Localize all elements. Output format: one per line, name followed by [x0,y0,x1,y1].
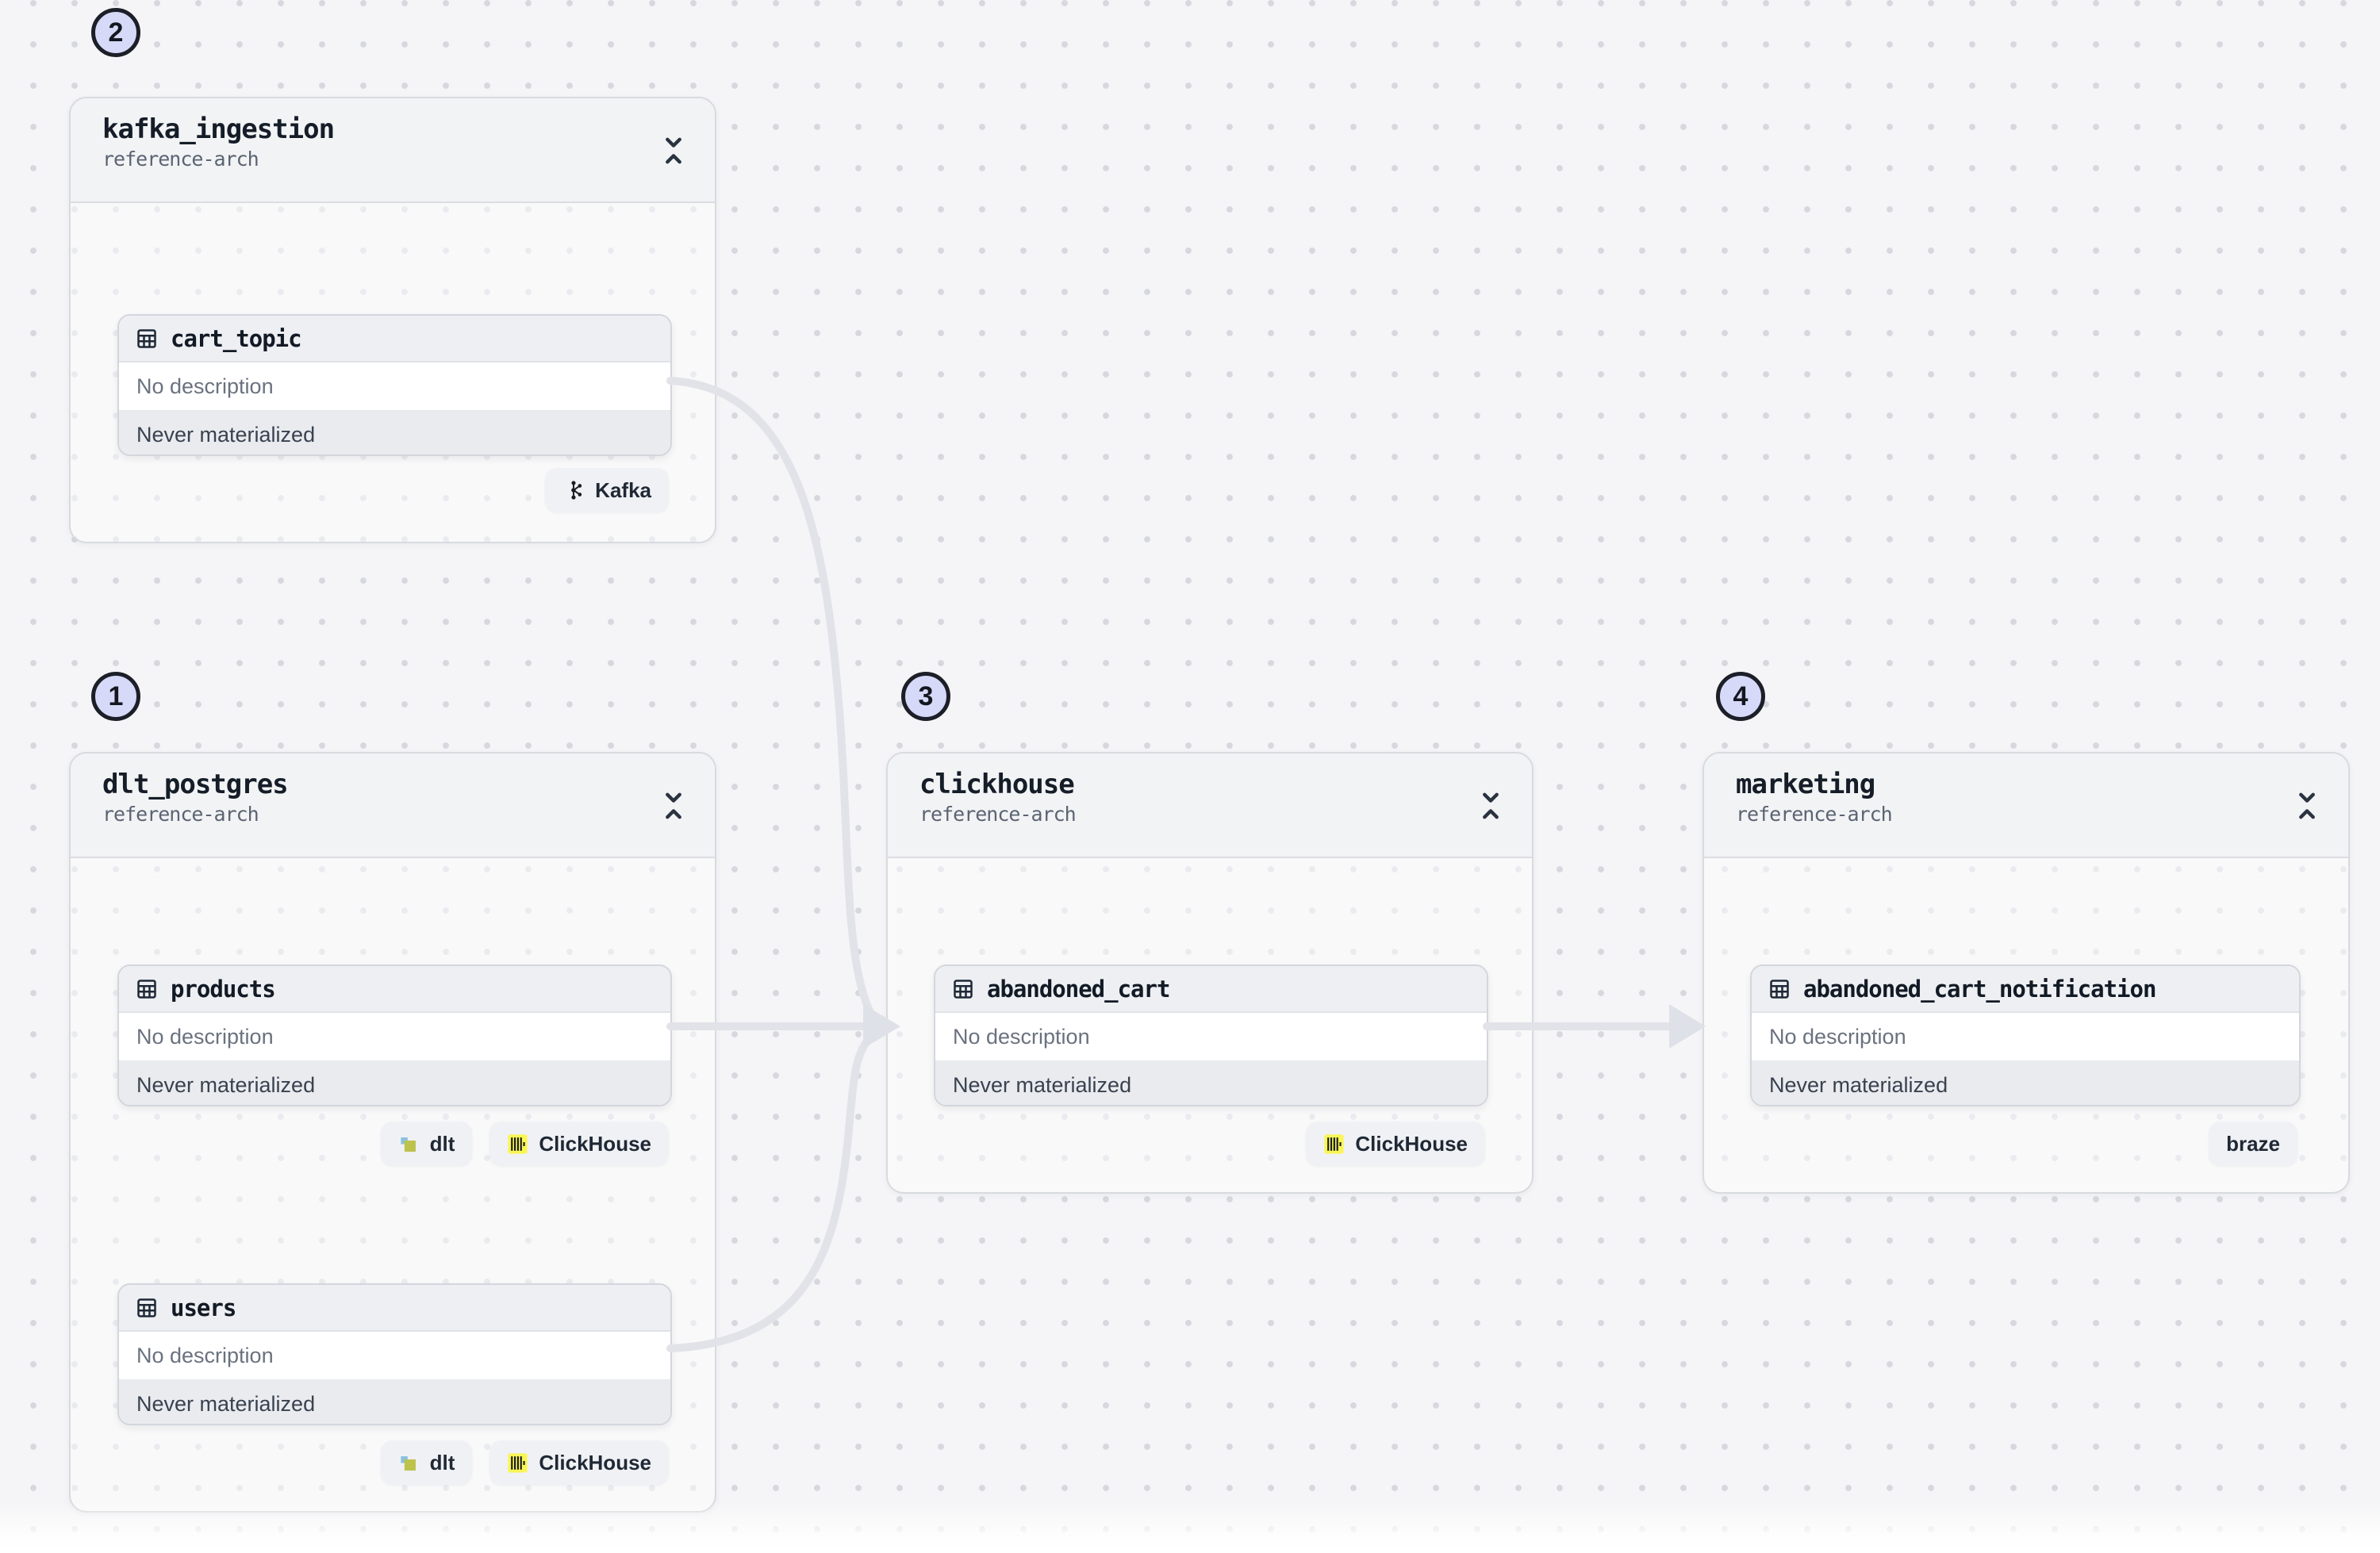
group-title: marketing [1736,769,1875,800]
group-title: clickhouse [919,769,1075,800]
kind-badge-braze: braze [2209,1122,2297,1166]
group-header[interactable]: dlt_postgres reference-arch [71,753,715,858]
arrowhead-into-notification [1669,1004,1706,1049]
clickhouse-icon [508,1133,528,1154]
asset-description: No description [1752,1013,2299,1062]
kind-badge-dlt: dlt [380,1122,473,1166]
group-subtitle: reference-arch [102,803,259,826]
clickhouse-icon [1324,1133,1345,1154]
collapse-group-button[interactable] [656,130,691,171]
dlt-icon [401,1455,416,1471]
kind-badge-clickhouse: ClickHouse [489,1122,669,1166]
asset-card-header: abandoned_cart [935,966,1487,1013]
annotation-number-4: 4 [1716,672,1765,721]
asset-status: Never materialized [1752,1062,2299,1105]
asset-card-header: users [119,1285,670,1332]
asset-description: No description [119,1013,670,1062]
asset-card-header: abandoned_cart_notification [1752,966,2299,1013]
kind-badge-clickhouse: ClickHouse [1306,1122,1485,1166]
group-title: dlt_postgres [102,769,289,800]
kafka-icon [571,481,582,500]
group-subtitle: reference-arch [1736,803,1893,826]
kind-badge-row: braze [2209,1122,2297,1166]
table-icon [1770,979,1789,999]
asset-card-abandoned-cart[interactable]: abandoned_cart No description Never mate… [934,964,1488,1106]
asset-card-abandoned-cart-notification[interactable]: abandoned_cart_notification No descripti… [1750,964,2301,1106]
group-header[interactable]: kafka_ingestion reference-arch [71,98,715,203]
asset-status: Never materialized [935,1062,1487,1105]
collapse-icon [666,792,681,819]
group-title: kafka_ingestion [102,113,335,145]
asset-group-marketing: marketing reference-arch abandoned_cart_… [1702,752,2350,1194]
asset-name: cart_topic [171,324,302,352]
annotation-number-3: 3 [901,672,950,721]
annotation-number-1: 1 [91,672,140,721]
kind-badge-dlt: dlt [380,1440,473,1485]
collapse-icon [2299,792,2315,819]
asset-description: No description [119,362,670,412]
table-icon [137,1298,156,1317]
kind-badge-label: dlt [429,1131,455,1156]
table-icon [954,979,973,999]
asset-group-clickhouse: clickhouse reference-arch abandoned_cart… [886,752,1534,1194]
kind-badge-label: Kafka [595,477,651,502]
table-icon [137,979,156,999]
kind-badge-row: dlt ClickHouse [380,1440,669,1485]
kind-badge-clickhouse: ClickHouse [489,1440,669,1485]
collapse-icon [1483,792,1499,819]
asset-name: products [171,975,276,1003]
asset-card-users[interactable]: users No description Never materialized [117,1283,672,1425]
asset-status: Never materialized [119,1062,670,1105]
asset-name: abandoned_cart [987,975,1170,1003]
clickhouse-icon [508,1452,528,1473]
kind-badge-kafka: Kafka [545,468,669,512]
asset-name: abandoned_cart_notification [1803,975,2156,1003]
asset-group-kafka-ingestion: kafka_ingestion reference-arch cart_topi… [69,97,716,543]
collapse-group-button[interactable] [2290,785,2324,826]
asset-description: No description [119,1332,670,1381]
asset-card-cart-topic[interactable]: cart_topic No description Never material… [117,314,672,456]
asset-description: No description [935,1013,1487,1062]
asset-card-header: products [119,966,670,1013]
table-icon [137,328,156,348]
group-subtitle: reference-arch [919,803,1077,826]
dlt-icon [401,1137,416,1152]
collapse-icon [666,137,681,164]
asset-name: users [171,1294,236,1321]
asset-group-dlt-postgres: dlt_postgres reference-arch products No … [69,752,716,1513]
collapse-group-button[interactable] [1473,785,1508,826]
kind-badge-label: ClickHouse [1355,1131,1468,1156]
asset-card-header: cart_topic [119,316,670,362]
kind-badge-row: Kafka [545,468,669,512]
asset-status: Never materialized [119,412,670,454]
collapse-group-button[interactable] [656,785,691,826]
kind-badge-label: dlt [429,1450,455,1474]
asset-status: Never materialized [119,1381,670,1424]
kind-badge-label: ClickHouse [539,1131,651,1156]
asset-card-products[interactable]: products No description Never materializ… [117,964,672,1106]
group-subtitle: reference-arch [102,148,259,171]
group-header[interactable]: marketing reference-arch [1704,753,2348,858]
annotation-number-2: 2 [91,8,140,57]
group-header[interactable]: clickhouse reference-arch [888,753,1532,858]
kind-badge-row: dlt ClickHouse [380,1122,669,1166]
kind-badge-label: braze [2226,1131,2280,1156]
kind-badge-row: ClickHouse [1306,1122,1485,1166]
kind-badge-label: ClickHouse [539,1450,651,1474]
